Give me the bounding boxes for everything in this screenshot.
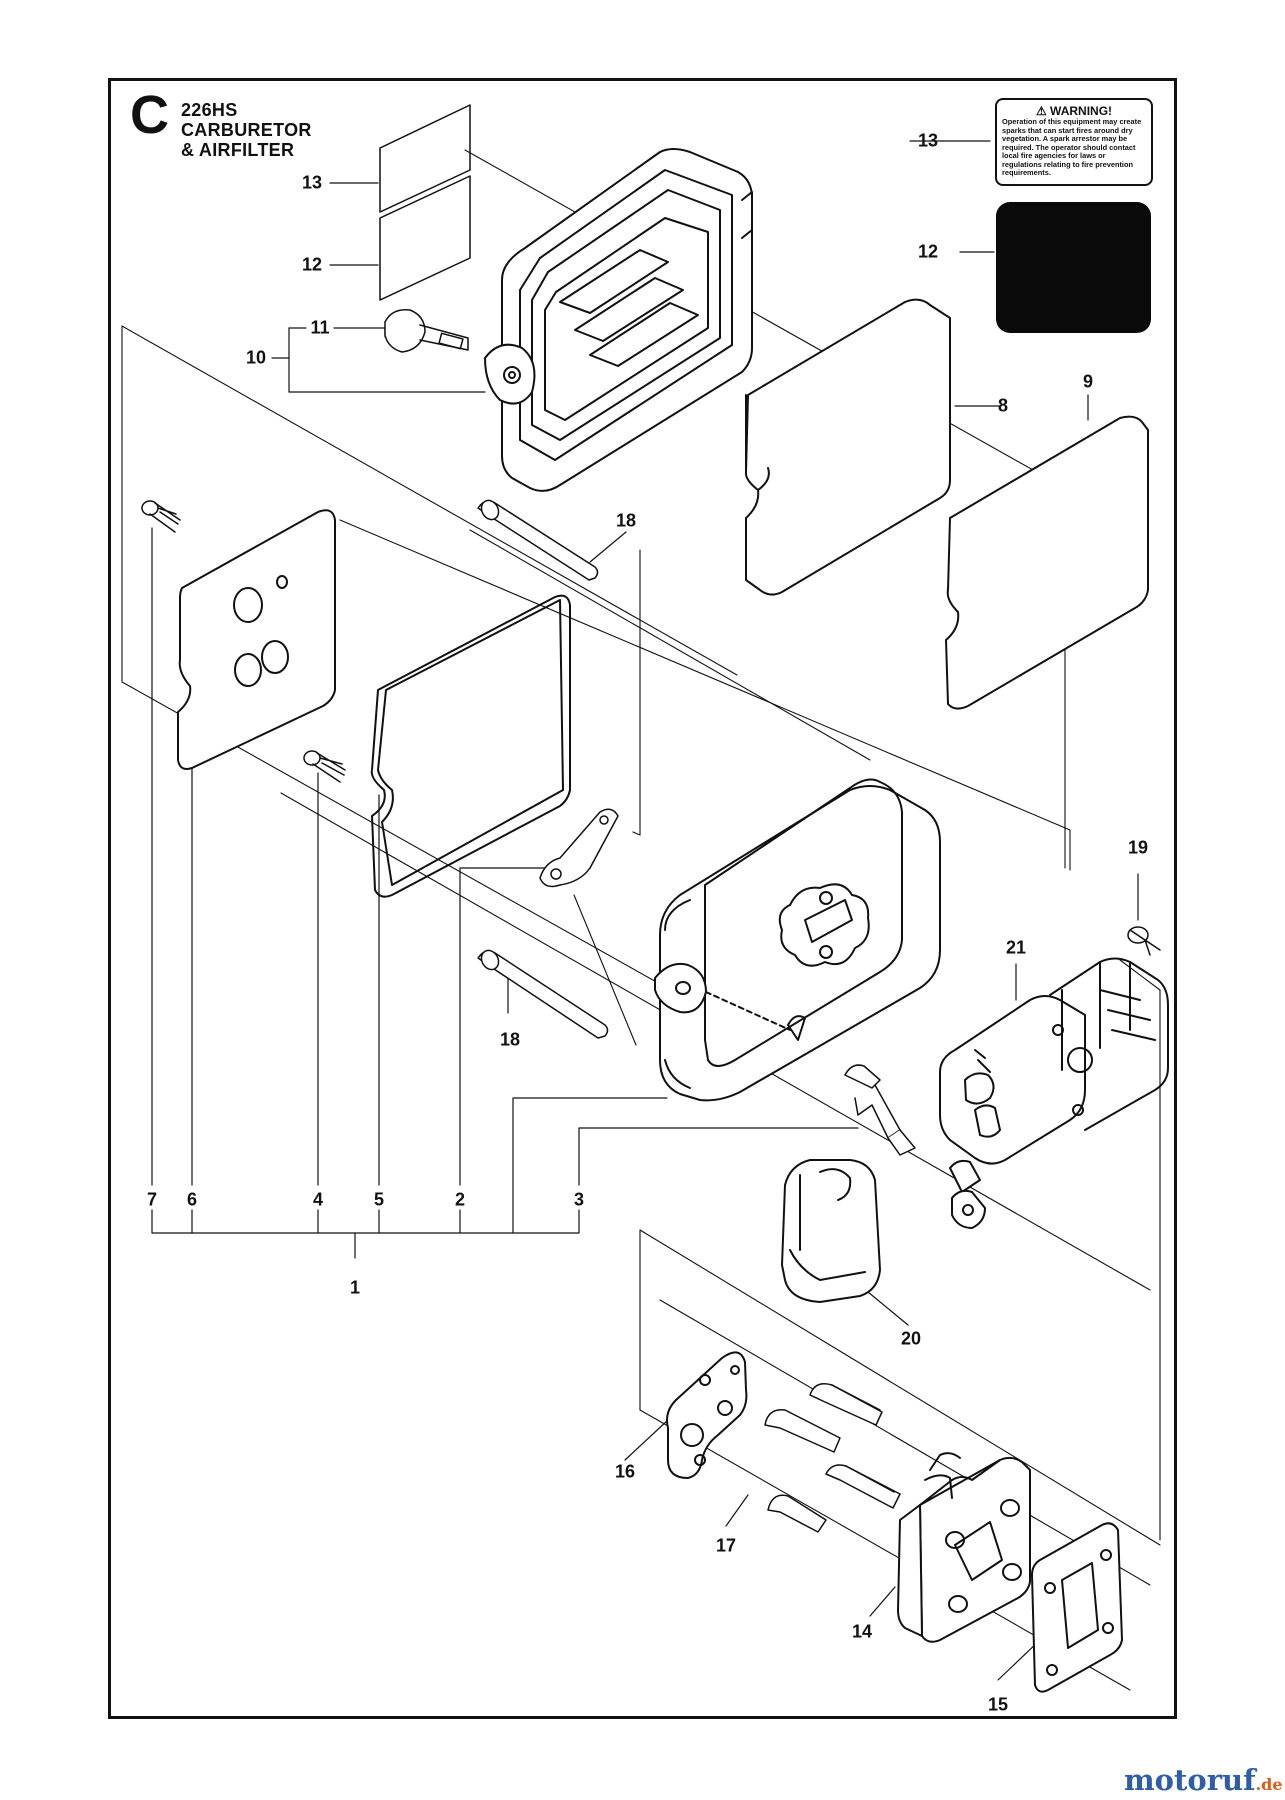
callout-16: 16 [614, 1461, 636, 1482]
callout-11: 11 [310, 317, 330, 338]
callout-7: 7 [146, 1189, 158, 1210]
callout-18-bottom: 18 [499, 1029, 521, 1050]
callout-9: 9 [1082, 371, 1094, 392]
callout-4: 4 [312, 1189, 324, 1210]
callout-13-right: 13 [917, 130, 939, 151]
carb-cover-20 [781, 1159, 881, 1303]
callout-18-top: 18 [615, 510, 637, 531]
seal-ring-5 [370, 594, 571, 898]
gasket-6 [177, 509, 336, 770]
section-title-line1: CARBURETOR [181, 120, 312, 140]
callout-10: 10 [245, 347, 267, 368]
screw-4 [303, 750, 346, 783]
section-letter: C [130, 85, 169, 145]
callout-5: 5 [373, 1189, 385, 1210]
callout-13-left: 13 [301, 172, 323, 193]
section-title-line2: & AIRFILTER [181, 140, 295, 160]
long-bolt-18-top [477, 499, 599, 581]
decal-13-left [379, 104, 471, 213]
decal-12-left [379, 175, 471, 301]
warning-body: Operation of this equipment may create s… [1002, 117, 1142, 178]
warning-heading: WARNING! [1050, 104, 1113, 118]
warning-triangle-icon: ⚠ [1035, 104, 1047, 118]
callout-14: 14 [851, 1621, 873, 1642]
choke-shaft-3 [844, 1064, 916, 1156]
bolts-17 [764, 1383, 901, 1533]
black-decal [996, 202, 1151, 333]
choke-lever-2 [539, 808, 619, 888]
manifold-gasket-15 [1031, 1522, 1123, 1693]
air-filter-housing [654, 778, 941, 1102]
watermark-name: motoruf [1124, 1763, 1256, 1797]
callout-12-left: 12 [301, 254, 323, 275]
long-bolt-18-bottom [477, 949, 609, 1039]
intake-manifold-14 [897, 1452, 1031, 1643]
callout-20: 20 [900, 1328, 922, 1349]
callout-2: 2 [454, 1189, 466, 1210]
clip-19 [1127, 926, 1161, 956]
air-filter-cover [484, 148, 753, 492]
callout-21: 21 [1005, 937, 1027, 958]
callout-8: 8 [997, 395, 1009, 416]
site-watermark: motoruf.de [1124, 1763, 1283, 1797]
callout-15: 15 [987, 1694, 1009, 1715]
screw-7 [141, 500, 181, 533]
callout-3: 3 [573, 1189, 585, 1210]
diagram-frame [108, 78, 1177, 1719]
watermark-tld: .de [1255, 1775, 1283, 1794]
model-name: 226HS [181, 100, 238, 120]
felt-filter-9 [945, 415, 1149, 710]
callout-6: 6 [186, 1189, 198, 1210]
leader-lines [151, 140, 1139, 1681]
intake-gasket-16 [666, 1351, 748, 1479]
callout-17: 17 [715, 1535, 737, 1556]
carburetor-21 [939, 957, 1169, 1229]
warning-decal: ⚠ WARNING! Operation of this equipment m… [995, 98, 1153, 186]
cover-knob-screw [384, 309, 469, 353]
callout-19: 19 [1127, 837, 1149, 858]
callout-1: 1 [349, 1277, 361, 1298]
callout-12-right: 12 [917, 241, 939, 262]
foam-filter-8 [744, 298, 951, 596]
